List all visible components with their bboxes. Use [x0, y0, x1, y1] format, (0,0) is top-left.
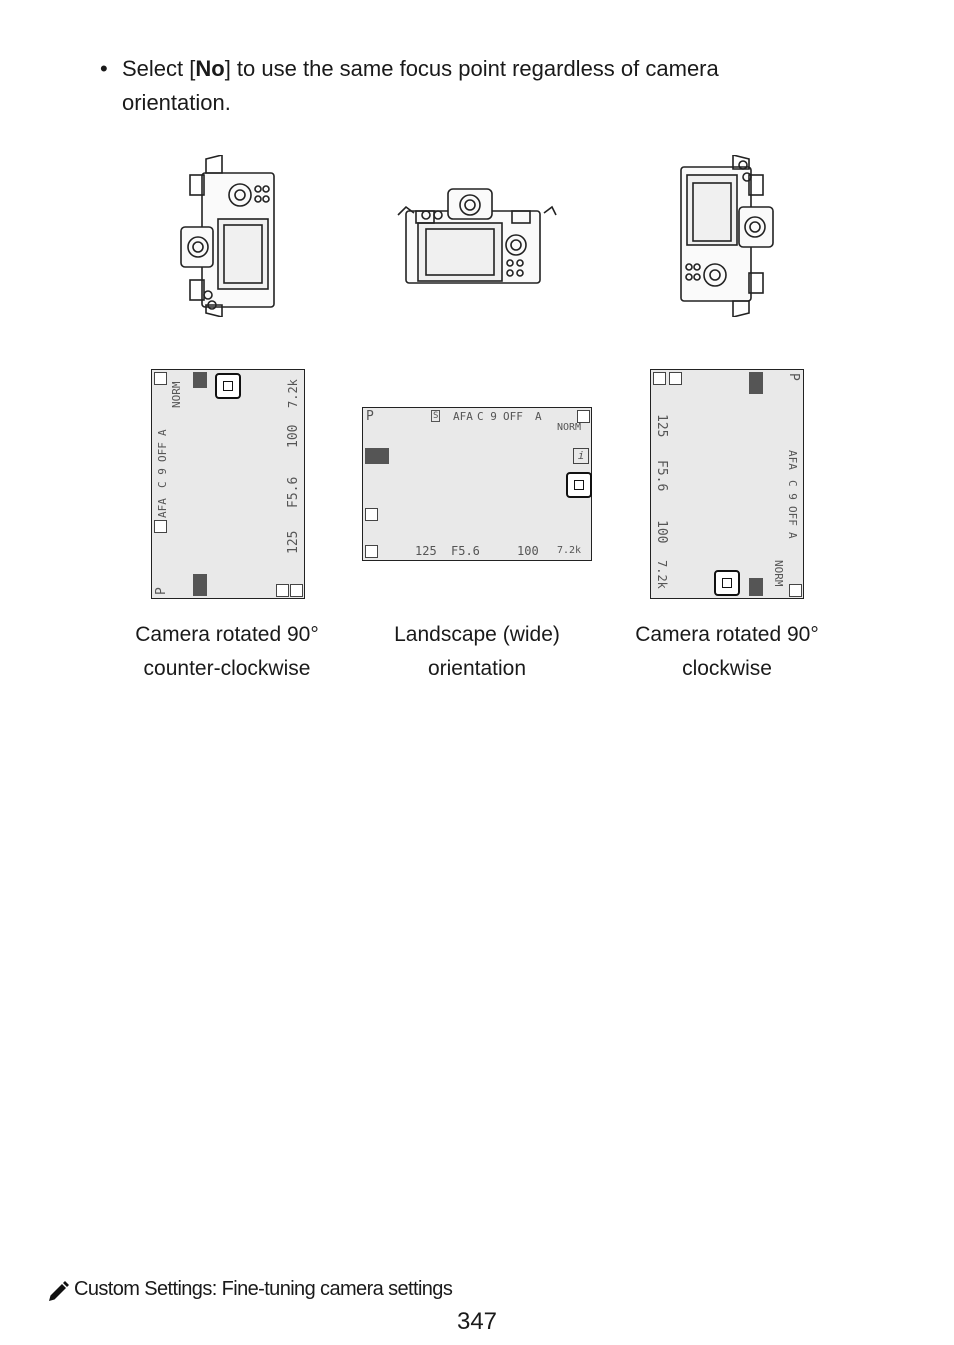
status-icon: [789, 584, 802, 597]
a-label: A: [786, 532, 799, 539]
pencil-icon: [49, 1281, 69, 1301]
norm-label: NORM: [170, 381, 183, 409]
caption-ccw: Camera rotated 90° counter-clockwise: [135, 623, 319, 680]
bullet-text: Select [No] to use the same focus point …: [122, 56, 719, 115]
frames-label: 7.2k: [655, 560, 669, 589]
shutter-label: 125: [415, 544, 437, 558]
info-label: i: [573, 448, 589, 464]
camera-cw-illustration: [680, 155, 774, 317]
touch-icon: [365, 448, 389, 464]
norm-label: NORM: [557, 422, 582, 433]
shutter-label: 125: [286, 530, 301, 554]
bullet-marker: •: [100, 56, 108, 81]
camera-landscape-illustration: [397, 188, 557, 284]
iso-label: 100: [654, 520, 669, 544]
off-label: OFF: [156, 442, 169, 462]
camera-ccw-illustration: [180, 155, 275, 317]
off-label: OFF: [503, 410, 523, 423]
screen-ccw: P AFA C 9 OFF A NORM 125 F5.6 100 7.2k: [151, 369, 305, 599]
norm-label: NORM: [772, 560, 785, 587]
afa-label: AFA: [156, 498, 169, 518]
screen-landscape: P S AFA C 9 OFF A NORM i 125 F5.6 100 7.…: [362, 407, 592, 561]
shutter-label: 125: [654, 414, 669, 438]
touch-icon: [749, 372, 763, 394]
caption-landscape: Landscape (wide) orientation: [394, 623, 560, 680]
focus-point: [215, 373, 241, 399]
c9-label: C 9: [477, 410, 497, 423]
status-icon: [276, 584, 289, 597]
c9-label: C 9: [156, 468, 169, 488]
off-label: OFF: [786, 506, 799, 526]
c9-label: C 9: [786, 480, 799, 500]
frames-label: 7.2k: [557, 545, 582, 556]
touch-icon: [193, 372, 207, 388]
focus-point: [714, 570, 740, 596]
a-label: A: [535, 410, 542, 423]
screen-cw: P AFA C 9 OFF A NORM 125 F5.6 100 7.2k: [650, 369, 804, 599]
a-label: A: [156, 429, 169, 436]
afa-label: AFA: [786, 450, 799, 470]
touch-icon: [193, 574, 207, 596]
s-label: S: [431, 410, 441, 422]
status-icon: [154, 520, 167, 533]
status-icon: [365, 545, 378, 558]
aperture-label: F5.6: [286, 476, 301, 508]
option-no: No: [195, 56, 225, 81]
touch-icon: [749, 578, 763, 596]
afa-label: AFA: [453, 410, 473, 423]
page-number: 347: [456, 1308, 498, 1335]
status-icon: [669, 372, 682, 385]
aperture-label: F5.6: [451, 544, 480, 558]
caption-cw: Camera rotated 90° clockwise: [635, 623, 819, 680]
mode-label: P: [366, 409, 374, 424]
status-icon: [577, 410, 590, 423]
mode-label: P: [154, 587, 169, 595]
aperture-label: F5.6: [654, 460, 669, 492]
status-icon: [653, 372, 666, 385]
status-icon: [154, 372, 167, 385]
frames-label: 7.2k: [286, 379, 300, 408]
footer-text: Custom Settings: Fine-tuning camera sett…: [74, 1278, 453, 1300]
status-icon: [290, 584, 303, 597]
status-icon: [365, 508, 378, 521]
iso-label: 100: [286, 424, 301, 448]
focus-point: [566, 472, 592, 498]
mode-label: P: [786, 373, 801, 381]
iso-label: 100: [517, 544, 539, 558]
